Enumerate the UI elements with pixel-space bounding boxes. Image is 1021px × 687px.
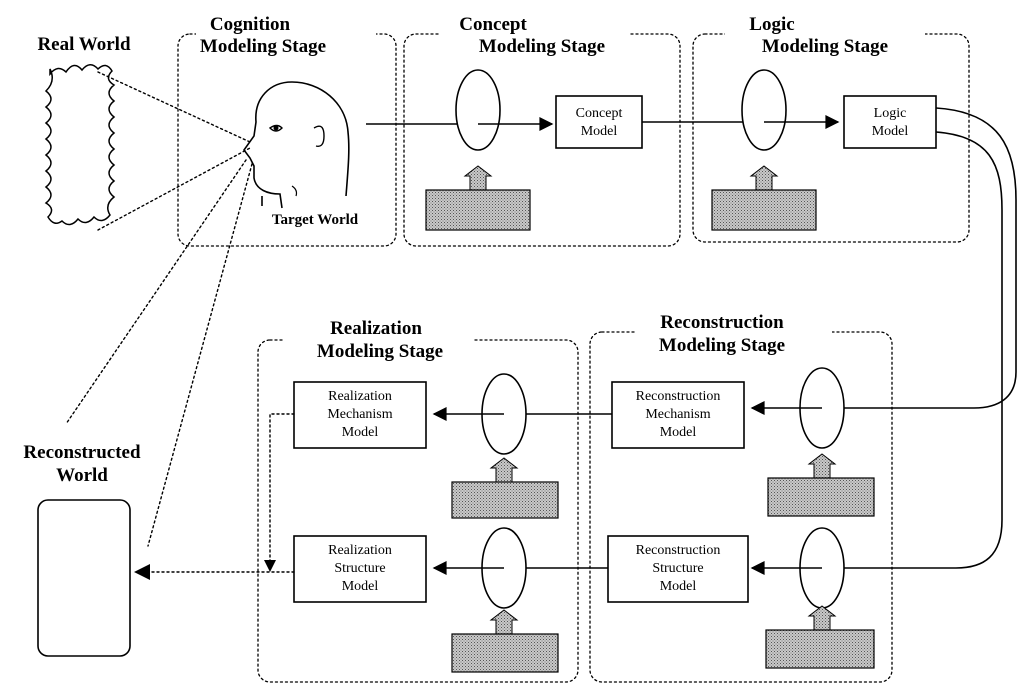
concept-input-bar: [425, 189, 531, 231]
realization-structure-model-box: [293, 535, 427, 603]
reconstructed-world-label-line2: World: [56, 465, 108, 486]
logic-model-label-line2: Model: [872, 124, 909, 139]
realization-stage-title-line2: Modeling Stage: [317, 341, 443, 362]
reconstruction-mechanism-model-box: [611, 381, 745, 449]
realization-mechanism-input-bar: [451, 481, 559, 519]
logic-stage-title-line1: Logic: [749, 14, 794, 35]
real-world-shape: [44, 64, 116, 226]
realization-mechanism-label-line1: Realization: [328, 389, 392, 404]
logic-input-arrow: [749, 165, 779, 191]
concept-model-box: [555, 95, 643, 149]
logic-model-box: [843, 95, 937, 149]
flow-logic-to-reconstruction-structure: [822, 131, 1003, 569]
realization-structure-label-line2: Structure: [334, 561, 385, 576]
reconstructed-world-arrowhead: [134, 564, 150, 580]
real-world-label: Real World: [37, 34, 131, 55]
realization-stage: [257, 339, 579, 683]
reconstruction-structure-model-box: [607, 535, 749, 603]
realization-mechanism-label-line3: Model: [342, 425, 379, 440]
target-world-label: Target World: [272, 212, 359, 228]
head-icon: [243, 81, 350, 209]
reconstruction-structure-label-line1: Reconstruction: [636, 543, 721, 558]
concept-input-arrow: [463, 165, 493, 191]
concept-model-label-line2: Model: [581, 124, 618, 139]
reconstruction-structure-input-arrow: [807, 605, 837, 631]
logic-input-bar: [711, 189, 817, 231]
realization-mechanism-input-arrow: [489, 457, 519, 483]
realization-structure-label-line1: Realization: [328, 543, 392, 558]
concept-stage-title-line2: Modeling Stage: [479, 36, 605, 57]
perception-line-top: [97, 71, 251, 143]
realization-mechanism-to-structure-link: [269, 413, 295, 563]
concept-process-ellipse: [455, 69, 501, 151]
realization-stage-title-line1: Realization: [330, 318, 422, 339]
reconstruction-mechanism-input-arrow: [807, 453, 837, 479]
reconstruction-mechanism-label-line2: Mechanism: [645, 407, 710, 422]
reconstruction-stage-title-line1: Reconstruction: [660, 312, 784, 333]
reconstruction-structure-label-line3: Model: [660, 579, 697, 594]
reconstruction-structure-input-bar: [765, 629, 875, 669]
cognition-stage-title-line2: Modeling Stage: [200, 36, 326, 57]
reconstruction-line-right: [147, 163, 253, 547]
flow-logic-to-reconstruction-mechanism: [822, 107, 1017, 409]
reconstruction-structure-label-line2: Structure: [652, 561, 703, 576]
concept-stage-title-line1: Concept: [459, 14, 527, 35]
reconstruction-mechanism-input-bar: [767, 477, 875, 517]
realization-mechanism-model-box: [293, 381, 427, 449]
logic-model-label-line1: Logic: [874, 106, 907, 121]
realization-structure-label-line3: Model: [342, 579, 379, 594]
realization-link-arrowhead: [264, 560, 276, 572]
reconstruction-stage: [589, 331, 893, 683]
reconstructed-world-box: [37, 499, 131, 657]
concept-model-label-line1: Concept: [576, 106, 623, 121]
logic-stage-title-line2: Modeling Stage: [762, 36, 888, 57]
reconstruction-stage-title-line2: Modeling Stage: [659, 335, 785, 356]
reconstruction-line-left: [65, 159, 247, 425]
logic-process-ellipse: [741, 69, 787, 151]
realization-mechanism-label-line2: Mechanism: [327, 407, 392, 422]
reconstruction-mechanism-label-line1: Reconstruction: [636, 389, 721, 404]
realization-structure-input-arrow: [489, 609, 519, 635]
cognition-stage-title-line1: Cognition: [210, 14, 291, 35]
realization-structure-input-bar: [451, 633, 559, 673]
reconstructed-world-label-line1: Reconstructed: [23, 442, 141, 463]
reconstruction-mechanism-label-line3: Model: [660, 425, 697, 440]
perception-line-bottom: [97, 147, 251, 231]
